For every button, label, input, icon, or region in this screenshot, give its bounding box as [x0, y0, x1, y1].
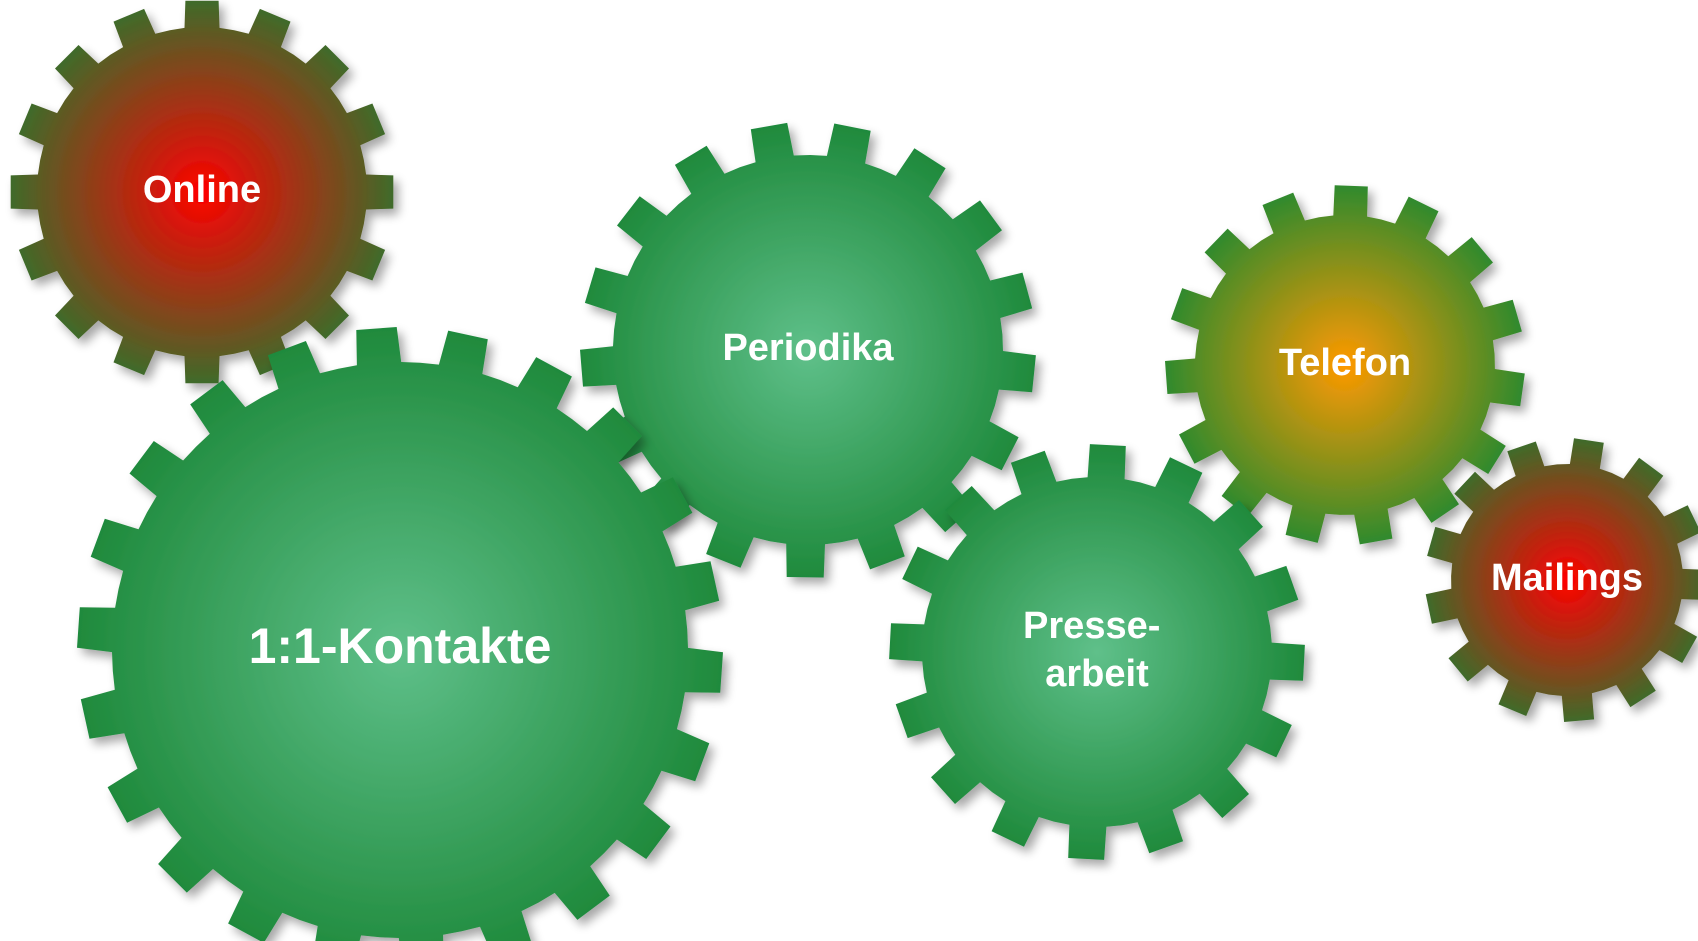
gear-presse-label: Presse- arbeit — [1023, 605, 1171, 695]
gear-telefon-label: Telefon — [1279, 342, 1411, 384]
gear-presse: Presse- arbeit — [889, 444, 1305, 860]
gear-periodika: Periodika — [580, 122, 1036, 578]
gear-online-label-line: Online — [143, 169, 261, 211]
gear-telefon-shape — [1165, 185, 1525, 545]
gear-online-shape — [10, 0, 394, 384]
gear-periodika-shape — [580, 122, 1036, 578]
gear-presse-shape — [889, 444, 1305, 860]
gear-mailings: Mailings — [1425, 438, 1698, 722]
gear-mailings-shape — [1425, 438, 1698, 722]
gear-kontakte: 1:1-Kontakte — [77, 327, 723, 941]
gear-presse-label-line-2: arbeit — [1045, 653, 1149, 695]
gear-kontakte-label-line: 1:1-Kontakte — [249, 618, 552, 674]
gear-periodika-label: Periodika — [722, 327, 894, 369]
gear-mailings-label-line: Mailings — [1491, 557, 1643, 599]
gear-telefon: Telefon — [1165, 185, 1525, 545]
gear-online-label: Online — [143, 169, 261, 211]
gear-kontakte-label: 1:1-Kontakte — [249, 618, 552, 674]
gear-telefon-label-line: Telefon — [1279, 342, 1411, 384]
gear-online: Online — [10, 0, 394, 384]
gear-mailings-label: Mailings — [1491, 557, 1643, 599]
gear-periodika-label-line: Periodika — [722, 327, 894, 369]
gear-presse-label-line-1: Presse- — [1023, 605, 1160, 647]
gear-kontakte-shape — [77, 327, 723, 941]
